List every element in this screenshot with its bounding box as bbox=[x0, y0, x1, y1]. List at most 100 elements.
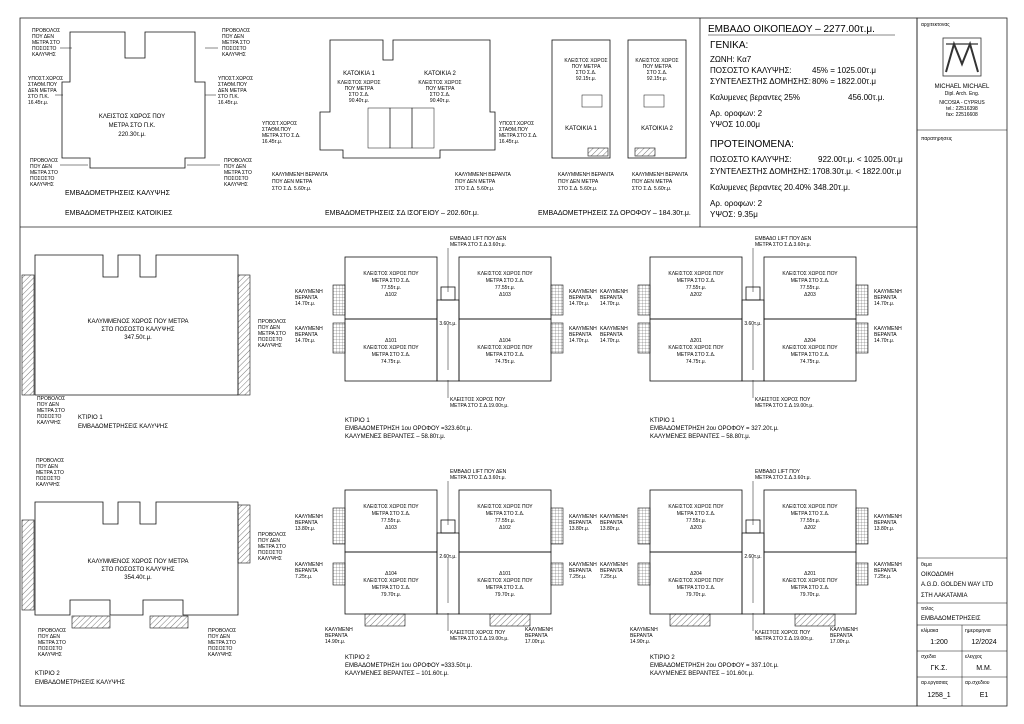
b2-f1-ver-tr-1: ΚΑΛΥΜΕΝΗ bbox=[569, 514, 597, 520]
b2-f2-caption-1: ΚΤΙΡΙΟ 2 bbox=[650, 655, 675, 661]
zone: ΖΩΝΗ: Κα7 bbox=[710, 55, 752, 64]
top-cov-line-3: 220.30τ.μ. bbox=[118, 132, 146, 138]
b1-f1-bottom-1: ΚΛΕΙΣΤΟΣ ΧΩΡΟΣ ΠΟΥ bbox=[450, 397, 506, 403]
upper2-l3: ΣΤΟ Σ.Δ. bbox=[647, 70, 668, 76]
b2-proj-br-5: ΚΑΛΥΨΗΣ bbox=[208, 652, 232, 658]
upper-house1: ΚΑΤΟΙΚΙΑ 1 bbox=[565, 126, 597, 132]
b1-f2-ver-tr-1: ΚΑΛΥΜΕΝΗ bbox=[874, 289, 902, 295]
ground-ver-r-2: ΠΟΥ ΔΕΝ ΜΕΤΡΑ bbox=[455, 179, 496, 185]
sheet-value: E1 bbox=[980, 692, 989, 699]
b1-f1-tl-4: Δ102 bbox=[385, 292, 397, 298]
b2-f1-ver-tl-3: 13.80τ.μ. bbox=[295, 526, 315, 532]
b1-f2-caption-2: ΕΜΒΑΔΟΜΕΤΡΗΣΗ 2ου ΟΡΟΦΟΥ = 327.20τ.μ. bbox=[650, 426, 779, 432]
b1-f1-tl-1: ΚΛΕΙΣΤΟΣ ΧΩΡΟΣ ΠΟΥ bbox=[363, 271, 419, 277]
b1-cov-line-3: 347.50τ.μ. bbox=[124, 335, 152, 341]
proposed-coverage-label: ΠΟΣΟΣΤΟ ΚΑΛΥΨΗΣ: bbox=[710, 155, 792, 164]
b1-f1-ver-bl-2: ΒΕΡΑΝΤΑ bbox=[295, 332, 318, 338]
top-proj-tl-4: ΠΟΣΟΣΤΟ bbox=[32, 46, 57, 52]
top-cov-title: ΕΜΒΑΔΟΜΕΤΡΗΣΕΙΣ ΚΑΛΥΨΗΣ bbox=[65, 190, 171, 197]
b1-f2-bl-2: ΚΛΕΙΣΤΟΣ ΧΩΡΟΣ ΠΟΥ bbox=[668, 345, 724, 351]
b2-f2-ver-tr-1: ΚΑΛΥΜΕΝΗ bbox=[874, 514, 902, 520]
top-park-l-3: ΔΕΝ ΜΕΤΡΑ bbox=[28, 88, 57, 94]
b2-f1-tr-1: ΚΛΕΙΣΤΟΣ ΧΩΡΟΣ ΠΟΥ bbox=[477, 504, 533, 510]
b1-proj-r-5: ΚΑΛΥΨΗΣ bbox=[258, 343, 282, 349]
b2-f2-ver-mr-3: 7.25τ.μ. bbox=[874, 574, 891, 580]
b1-f1-lift-1: ΕΜΒΑΔΟ LIFT ΠΟΥ ΔΕΝ bbox=[450, 236, 507, 242]
b1-f2-lift-2: ΜΕΤΡΑ ΣΤΟ Σ.Δ.3.60τ.μ. bbox=[755, 242, 811, 248]
b1-f1-ver-tl-1: ΚΑΛΥΜΕΝΗ bbox=[295, 289, 323, 295]
b2-f2-ver-tl-1: ΚΑΛΥΜΕΝΗ bbox=[600, 514, 628, 520]
b2-f1-floor-plan: ΚΛΕΙΣΤΟΣ ΧΩΡΟΣ ΠΟΥ ΜΕΤΡΑ ΣΤΟ Σ.Δ. 77.55τ.μ… bbox=[295, 469, 597, 677]
b1-f1-tl-3: 77.55τ.μ. bbox=[381, 285, 401, 291]
b1-f1-br-4: 74.75τ.μ. bbox=[495, 359, 515, 365]
verandas-value: 456.00τ.μ. bbox=[848, 93, 885, 102]
b1-proj-bl-4: ΠΟΣΟΣΤΟ bbox=[37, 414, 62, 420]
b2-f2-ver-mr-2: ΒΕΡΑΝΤΑ bbox=[874, 568, 897, 574]
b1-f2-caption-3: ΚΑΛΥΜΕΝΕΣ ΒΕΡΑΝΤΕΣ – 58.80τ.μ. bbox=[650, 434, 751, 440]
upper1-l1: ΚΛΕΙΣΤΟΣ ΧΩΡΟΣ bbox=[564, 58, 607, 64]
title-label: τιτλος bbox=[921, 606, 934, 612]
b1-f1-lift-2: ΜΕΤΡΑ ΣΤΟ Σ.Δ.3.60τ.μ. bbox=[450, 242, 506, 248]
proposed-density-value: 1708.30τ.μ. < 1822.00τ.μ bbox=[812, 167, 902, 176]
b2-f1-ver-bl-2: ΒΕΡΑΝΤΑ bbox=[325, 633, 348, 639]
b1-f1-br-1: Δ104 bbox=[499, 338, 511, 344]
b2-proj-r-1: ΠΡΟΒΟΛΟΣ bbox=[258, 532, 286, 538]
b2-f1-ver-mr-3: 7.25τ.μ. bbox=[569, 574, 586, 580]
top-cov-line-2: ΜΕΤΡΑ ΣΤΟ Π.Κ. bbox=[109, 123, 156, 129]
ground-house1-l2: ΠΟΥ ΜΕΤΡΑ bbox=[345, 86, 374, 92]
b2-f2-tr-4: Δ202 bbox=[804, 525, 816, 531]
b1-proj-bl-2: ΠΟΥ ΔΕΝ bbox=[37, 402, 59, 408]
b2-f1-caption-1: ΚΤΙΡΙΟ 2 bbox=[345, 655, 370, 661]
upper-ver-l-1: ΚΑΛΥΜΜΕΝΗ ΒΕΡΑΝΤΑ bbox=[558, 172, 615, 178]
b1-proj-r-2: ΠΟΥ ΔΕΝ bbox=[258, 325, 280, 331]
b1-f1-ver-br-3: 14.70τ.μ. bbox=[569, 338, 589, 344]
top-proj-tr-3: ΜΕΤΡΑ ΣΤΟ bbox=[222, 40, 250, 46]
b1-f1-tr-4: Δ103 bbox=[499, 292, 511, 298]
top-proj-bl-3: ΜΕΤΡΑ ΣΤΟ bbox=[30, 170, 58, 176]
b2-proj-bl-4: ΠΟΣΟΣΤΟ bbox=[38, 646, 63, 652]
b2-f2-ver-ml-2: ΒΕΡΑΝΤΑ bbox=[600, 568, 623, 574]
b2-f2-ver-tr-3: 13.80τ.μ. bbox=[874, 526, 894, 532]
b2-f1-tr-4: Δ102 bbox=[499, 525, 511, 531]
b2-f2-tl-2: ΜΕΤΡΑ ΣΤΟ Σ.Δ. bbox=[677, 511, 716, 517]
upper-ver-r-2: ΠΟΥ ΔΕΝ ΜΕΤΡΑ bbox=[632, 179, 673, 185]
b1-f1-br-2: ΚΛΕΙΣΤΟΣ ΧΩΡΟΣ ΠΟΥ bbox=[477, 345, 533, 351]
project-line-3: ΣΤΗ ΛΑΚΑΤΑΜΙΑ bbox=[921, 593, 968, 599]
b2-f1-ver-ml-3: 7.25τ.μ. bbox=[295, 574, 312, 580]
b2-proj-tl-4: ΠΟΣΟΣΤΟ bbox=[36, 476, 61, 482]
b1-f1-tr-2: ΜΕΤΡΑ ΣΤΟ Σ.Δ. bbox=[486, 278, 525, 284]
top-cov-line-1: ΚΛΕΙΣΤΟΣ ΧΩΡΟΣ ΠΟΥ bbox=[99, 114, 165, 120]
b2-f1-bl-3: ΜΕΤΡΑ ΣΤΟ Σ.Δ. bbox=[372, 585, 411, 591]
b2-f1-ver-tr-2: ΒΕΡΑΝΤΑ bbox=[569, 520, 592, 526]
b1-f2-tr-4: Δ203 bbox=[804, 292, 816, 298]
b1-f2-tr-2: ΜΕΤΡΑ ΣΤΟ Σ.Δ. bbox=[791, 278, 830, 284]
top-ground-floor-plan: ΚΑΤΟΙΚΙΑ 1 ΚΛΕΙΣΤΟΣ ΧΩΡΟΣ ΠΟΥ ΜΕΤΡΑ ΣΤΟ … bbox=[262, 39, 538, 217]
top-coverage-plan: ΚΛΕΙΣΤΟΣ ΧΩΡΟΣ ΠΟΥ ΜΕΤΡΑ ΣΤΟ Π.Κ. 220.30… bbox=[28, 28, 253, 217]
b1-f1-tr-1: ΚΛΕΙΣΤΟΣ ΧΩΡΟΣ ΠΟΥ bbox=[477, 271, 533, 277]
b2-f1-lift-1: ΕΜΒΑΔΟ LIFT ΠΟΥ ΔΕΝ bbox=[450, 469, 507, 475]
b2-f1-ver-br-3: 17.00τ.μ. bbox=[525, 639, 545, 645]
ground-ver-r-3: ΣΤΟ Σ.Δ. 5.60τ.μ. bbox=[455, 186, 494, 192]
job-value: 1258_1 bbox=[927, 692, 950, 699]
top-proj-tl-5: ΚΑΛΥΨΗΣ bbox=[32, 52, 56, 58]
summary-panel: ΕΜΒΑΔΟ ΟΙΚΟΠΕΔΟΥ – 2277.00τ.μ. ΓΕΝΙΚΑ: Ζ… bbox=[708, 24, 903, 219]
b1-proj-bl-5: ΚΑΛΥΨΗΣ bbox=[37, 420, 61, 426]
architect-name: MICHAEL MICHAEL bbox=[935, 84, 990, 90]
architect-panel: αρχιτεκτονας MICHAEL MICHAEL Dipl. Arch.… bbox=[921, 22, 990, 118]
upper1-l4: 92.15τ.μ. bbox=[576, 76, 596, 82]
checked-label: ελεγχος bbox=[965, 654, 983, 660]
top-proj-bl-4: ΠΟΣΟΣΤΟ bbox=[30, 176, 55, 182]
top-park-r-1: ΥΠΟΣΤ.ΧΩΡΟΣ bbox=[218, 76, 253, 82]
b1-f1-ver-bl-1: ΚΑΛΥΜΕΝΗ bbox=[295, 326, 323, 332]
b2-proj-br-3: ΜΕΤΡΑ ΣΤΟ bbox=[208, 640, 236, 646]
b2-f2-ver-tl-2: ΒΕΡΑΝΤΑ bbox=[600, 520, 623, 526]
b2-f1-ver-bl-3: 14.90τ.μ. bbox=[325, 639, 345, 645]
b2-proj-tl-3: ΜΕΤΡΑ ΣΤΟ bbox=[36, 470, 64, 476]
top-proj-tl-2: ΠΟΥ ΔΕΝ bbox=[32, 34, 54, 40]
b1-f1-caption-3: ΚΑΛΥΜΕΝΕΣ ΒΕΡΑΝΤΕΣ – 58.80τ.μ. bbox=[345, 434, 446, 440]
b1-f2-ver-br-2: ΒΕΡΑΝΤΑ bbox=[874, 332, 897, 338]
b2-f1-tl-3: 77.55τ.μ. bbox=[381, 518, 401, 524]
b2-f1-tl-4: Δ103 bbox=[385, 525, 397, 531]
architect-label: αρχιτεκτονας bbox=[921, 22, 950, 28]
